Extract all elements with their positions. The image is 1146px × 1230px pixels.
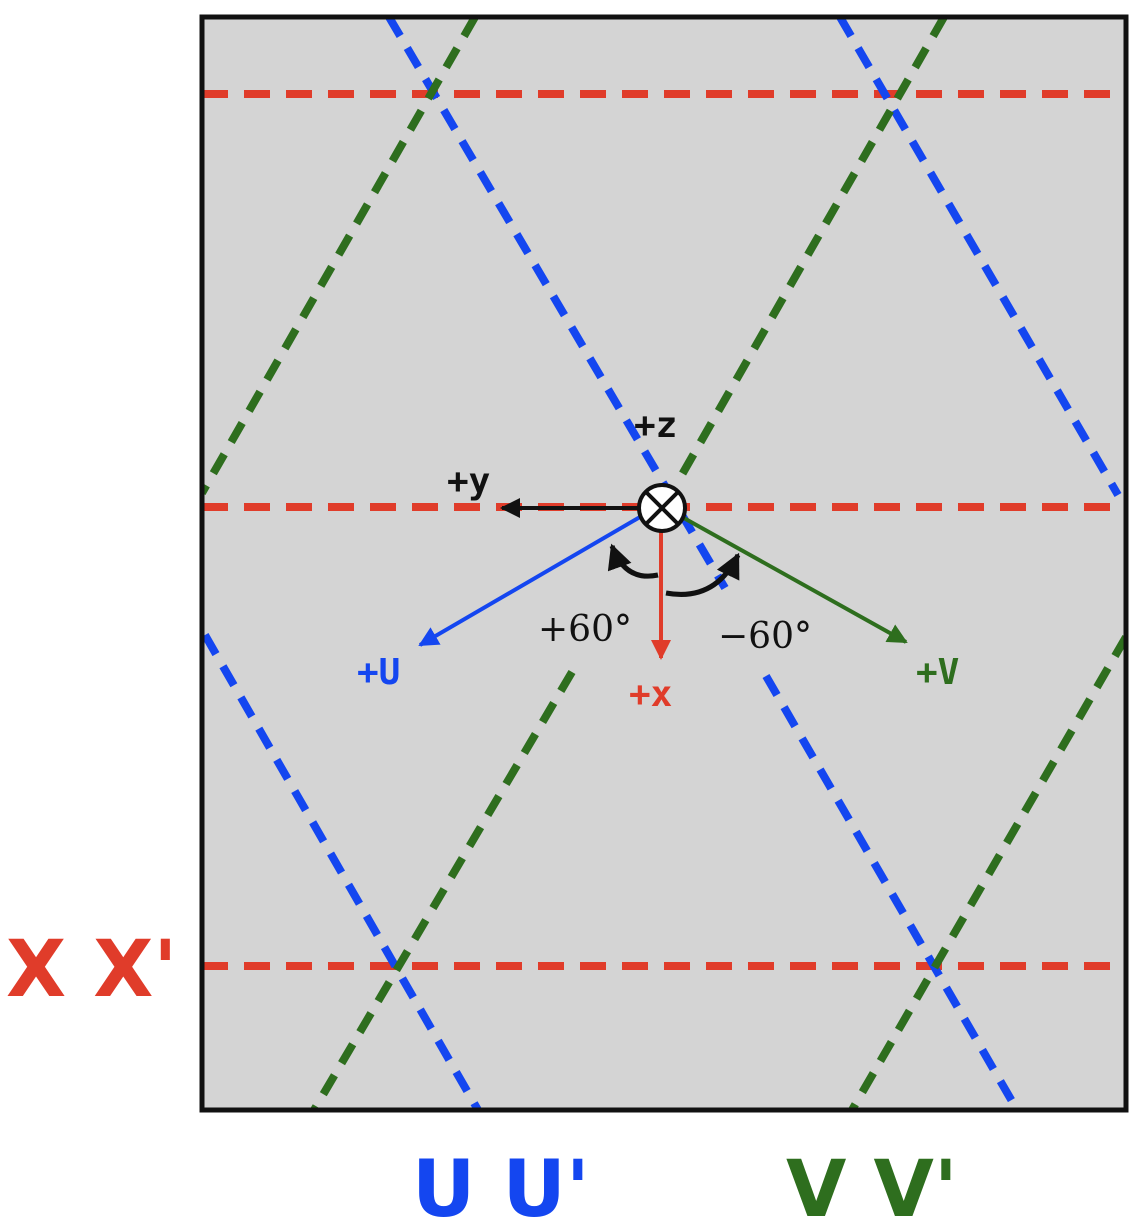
detector-panel-border — [199, 14, 1129, 1113]
u-wire-line — [836, 17, 1122, 498]
v-axis-arrow — [681, 515, 908, 644]
v-axis-label: +V — [916, 652, 959, 693]
u-axis-label: +U — [357, 652, 400, 693]
wire-lines — [202, 17, 1126, 1110]
x-plane-label: X X' — [6, 925, 177, 1015]
v-plane-label: V V' — [786, 1145, 958, 1230]
detector-panel — [202, 17, 1126, 1110]
v-wire-line — [672, 17, 948, 487]
u-axis-arrow — [418, 515, 642, 647]
v-wire-line — [202, 17, 479, 495]
v-wire-line — [310, 669, 576, 1110]
circled-x-icon — [637, 483, 687, 533]
u-plane-label: U U' — [412, 1145, 590, 1230]
u-wire-line — [202, 633, 482, 1110]
minus-60-angle-label: −60° — [718, 616, 812, 657]
u-wire-line — [762, 673, 1022, 1110]
x-axis-label: +x — [629, 674, 672, 715]
v-wire-line — [848, 634, 1126, 1110]
plus-60-angle-label: +60° — [538, 609, 632, 650]
y-axis-label: +y — [447, 461, 490, 502]
plus-60-rotation-arrow — [607, 543, 659, 579]
z-axis-label: +z — [634, 405, 677, 446]
minus-60-rotation-arrow — [665, 552, 741, 597]
